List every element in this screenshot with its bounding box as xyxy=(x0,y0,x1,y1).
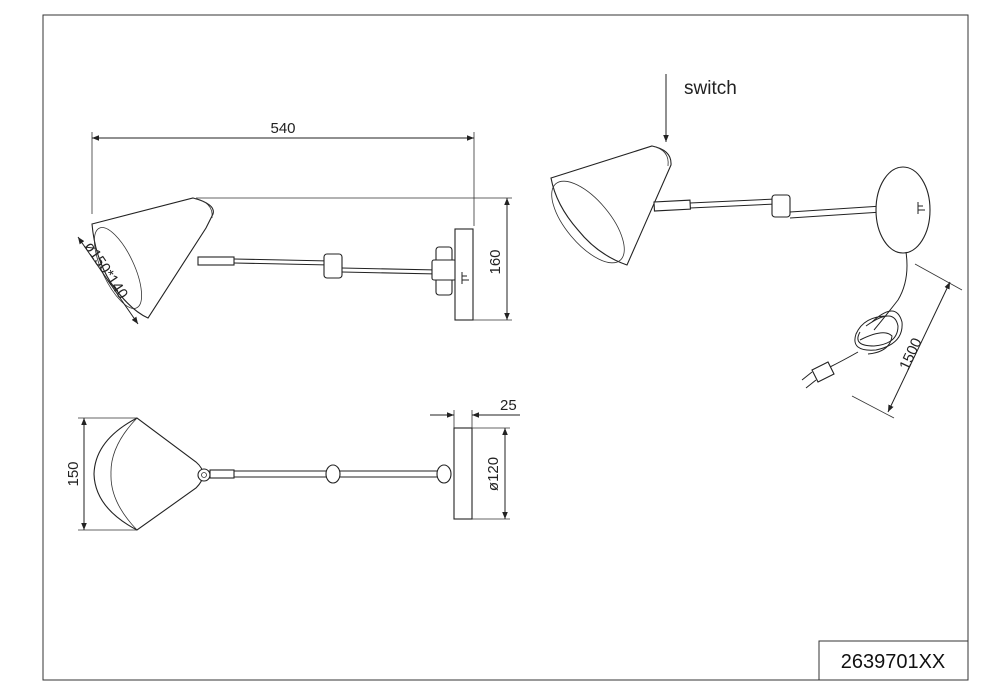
plate-height-label: 160 xyxy=(487,249,504,274)
side-view: 540 ø150*140 160 xyxy=(77,120,512,325)
plate-depth-label: 25 xyxy=(500,397,517,414)
wall-plate-side xyxy=(454,228,474,321)
product-code: 2639701XX xyxy=(841,651,946,673)
power-cable xyxy=(801,251,908,389)
wall-plate-top xyxy=(453,427,473,520)
wall-plate-perspective xyxy=(875,166,931,254)
title-block xyxy=(818,640,969,681)
lamp-shade-top xyxy=(93,417,211,531)
lamp-shade-perspective xyxy=(550,145,672,266)
switch-label: switch xyxy=(684,78,737,99)
arm-length-label: 540 xyxy=(270,120,295,137)
swing-arm-perspective xyxy=(653,187,896,235)
cable-length-label: 1500 xyxy=(896,335,926,372)
dimension-line-cable-length xyxy=(887,281,951,413)
perspective-view: switch xyxy=(550,74,963,419)
swing-arm-top xyxy=(209,464,452,484)
drawing-frame xyxy=(42,14,969,681)
shade-width-label: 150 xyxy=(65,461,82,486)
plate-diameter-label: ø120 xyxy=(485,457,502,491)
top-view: 150 25 ø120 xyxy=(65,397,520,531)
swing-arm-side xyxy=(197,246,457,296)
